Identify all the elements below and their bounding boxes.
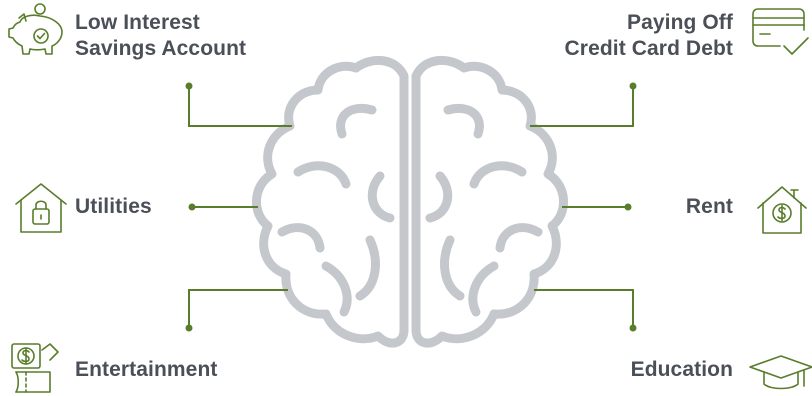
- label-savings-line-1: Low Interest: [75, 11, 200, 34]
- label-credit-line-1: Paying Off: [626, 11, 733, 34]
- label-education: Education: [631, 357, 733, 383]
- brain-right-fold: [495, 223, 543, 253]
- label-utilities: Utilities: [75, 194, 152, 220]
- brain-left-fold: [367, 171, 395, 223]
- connector-dot-rent: [624, 203, 632, 211]
- credit-card-icon: [752, 8, 809, 55]
- label-education-text: Education: [630, 358, 733, 381]
- connector-entertainment: [188, 289, 288, 328]
- house-dollar-icon: [757, 186, 807, 234]
- label-savings: Low Interest Savings Account: [75, 10, 246, 62]
- brain-illustration: [252, 56, 568, 348]
- label-utilities-text: Utilities: [75, 195, 152, 218]
- brain-right-fold: [468, 261, 499, 317]
- brain-right-fold: [443, 104, 484, 139]
- brain-left-hemisphere: [252, 56, 409, 348]
- label-credit: Paying Off Credit Card Debt: [565, 10, 733, 62]
- brain-left-fold: [355, 235, 380, 301]
- brain-right-hemisphere: [411, 56, 568, 348]
- connector-savings: [188, 86, 292, 127]
- tickets-icon: [11, 343, 59, 393]
- brain-right-fold: [469, 161, 527, 189]
- label-credit-line-2: Credit Card Debt: [564, 37, 733, 60]
- house-lock-icon: [15, 183, 67, 233]
- brain-right-fold: [425, 171, 453, 223]
- connector-dot-utilities: [188, 203, 196, 211]
- connector-dot-entertainment: [185, 324, 193, 332]
- brain-left-fold: [293, 161, 351, 189]
- piggy-bank-icon: [8, 3, 63, 55]
- label-entertainment: Entertainment: [75, 357, 218, 383]
- graduation-cap-icon: [749, 355, 812, 390]
- connectors: [188, 86, 634, 328]
- connector-dot-savings: [185, 82, 193, 90]
- label-rent: Rent: [686, 194, 733, 220]
- brain-right-fold: [440, 235, 465, 301]
- connector-dot-credit: [629, 82, 637, 90]
- label-rent-text: Rent: [685, 195, 733, 218]
- connector-dots: [185, 82, 637, 332]
- brain-left-fold: [336, 104, 377, 139]
- connector-education: [534, 289, 634, 328]
- connector-dot-education: [629, 324, 637, 332]
- brain-left-fold: [321, 261, 352, 317]
- label-savings-line-2: Savings Account: [75, 37, 247, 60]
- brain-left-fold: [277, 223, 325, 253]
- connector-credit: [530, 86, 634, 127]
- label-entertainment-text: Entertainment: [75, 358, 218, 381]
